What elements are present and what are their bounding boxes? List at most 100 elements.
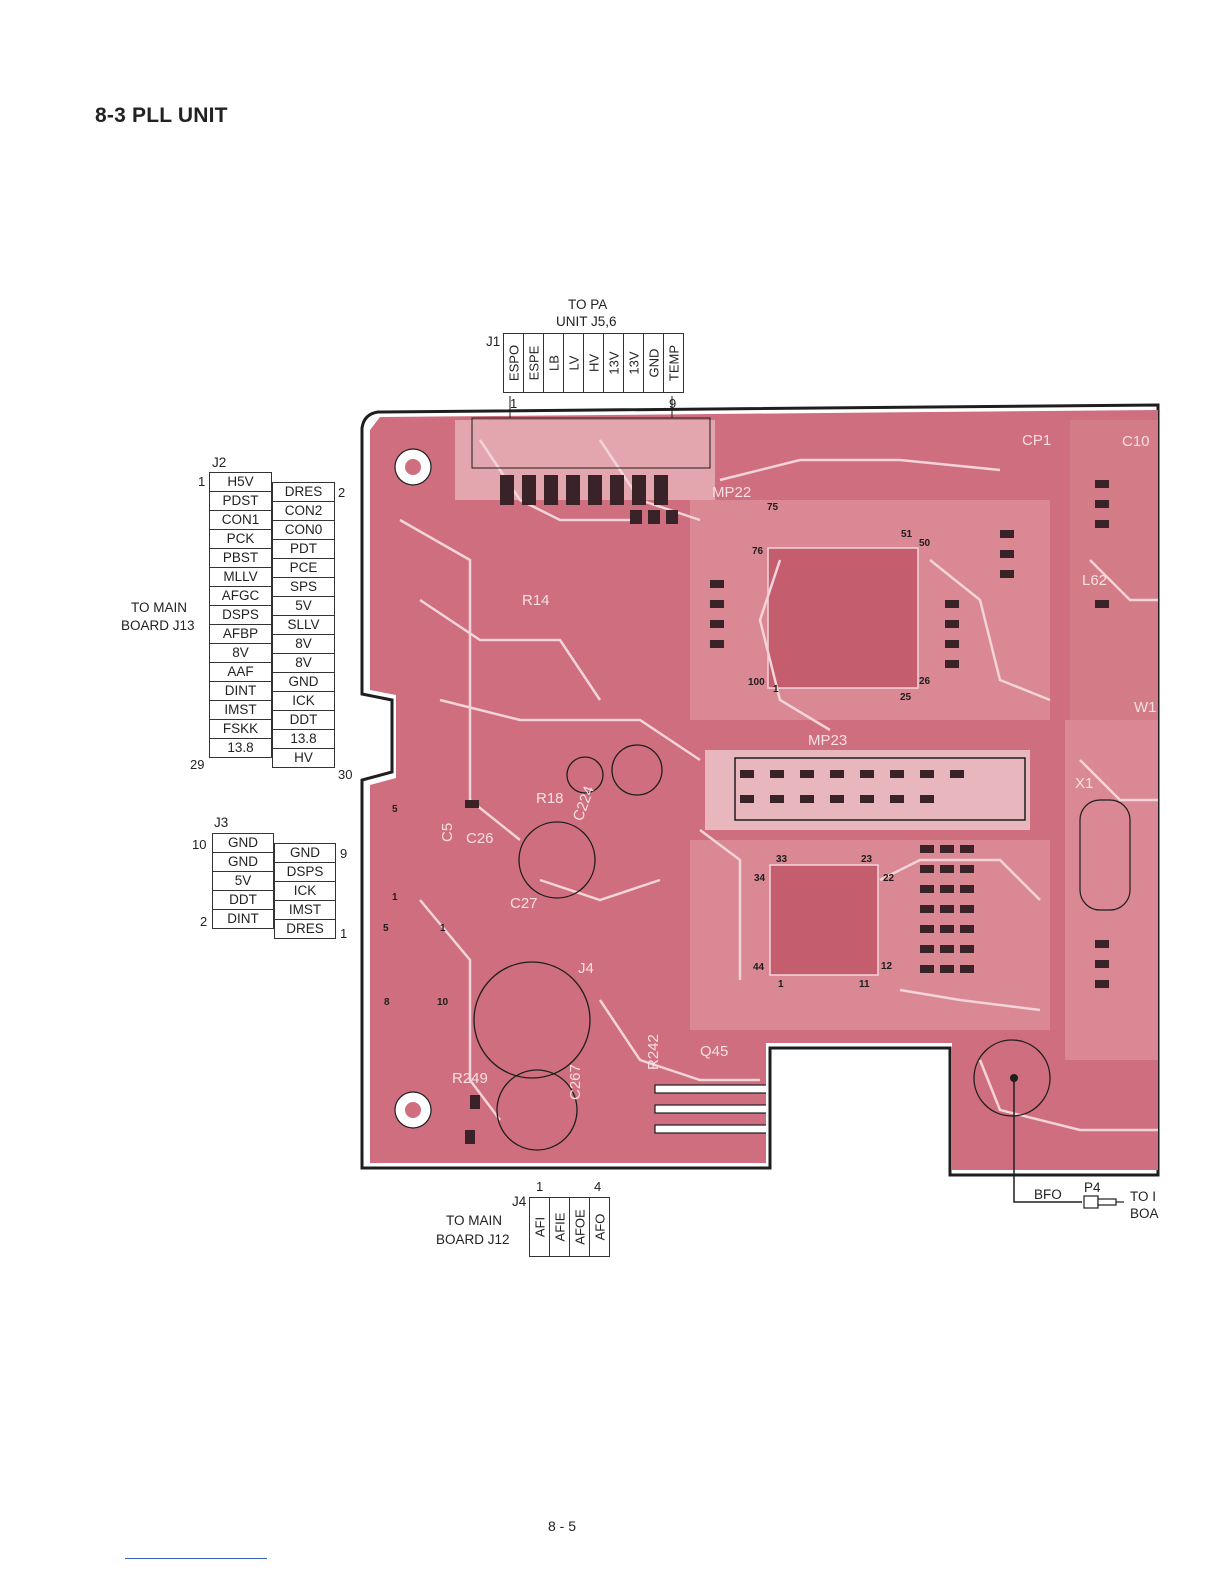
j2-pin-label: AFGC	[209, 586, 272, 606]
j2-destination-line2: BOARD J13	[121, 618, 195, 633]
j2-pin-label: PDST	[209, 491, 272, 511]
label-r18: R18	[536, 790, 564, 807]
label-mp22: MP22	[712, 484, 751, 501]
j2-pin-label: DDT	[272, 710, 335, 730]
j3-pin-label: DRES	[274, 919, 336, 939]
svg-text:1: 1	[773, 684, 779, 695]
j2-pin-label: HV	[272, 748, 335, 768]
j3-pin-label: ICK	[274, 881, 336, 901]
j2-row: 8V	[272, 653, 335, 673]
j1-pin-cell: HV	[584, 334, 604, 392]
j1-pin-cell: LB	[544, 334, 564, 392]
label-c10: C10	[1122, 433, 1150, 450]
j2-pin-label: DINT	[209, 681, 272, 701]
j2-row: MLLV	[209, 567, 272, 587]
j3-pin-label: GND	[274, 843, 336, 863]
j3-pin-label: DDT	[212, 890, 274, 910]
j2-row: H5V	[209, 472, 272, 492]
ic-main	[767, 547, 919, 689]
j4-destination-line2: BOARD J12	[436, 1232, 510, 1247]
j2-pin-label: H5V	[209, 472, 272, 492]
j2-row: DDT	[272, 710, 335, 730]
label-j4-board: J4	[578, 960, 594, 977]
j3-row: GND	[212, 833, 274, 853]
j3-row: DSPS	[274, 862, 336, 882]
j3-row: DDT	[212, 890, 274, 910]
j1-destination-line2: UNIT J5,6	[556, 314, 617, 329]
j3-pin-label: IMST	[274, 900, 336, 920]
j2-row: PDT	[272, 539, 335, 559]
j3-ref: J3	[214, 815, 229, 830]
j3-row: GND	[274, 843, 336, 863]
j3-row: GND	[212, 852, 274, 872]
j2-row: CON1	[209, 510, 272, 530]
svg-text:75: 75	[767, 502, 779, 513]
j2-pin-label: AAF	[209, 662, 272, 682]
j4-pin-cell: AFIE	[550, 1198, 570, 1256]
svg-text:50: 50	[919, 538, 931, 549]
j4-destination-line1: TO MAIN	[446, 1213, 503, 1228]
svg-text:23: 23	[861, 854, 873, 865]
svg-text:1: 1	[778, 979, 784, 990]
j2-pin-label: PBST	[209, 548, 272, 568]
j2-row: GND	[272, 672, 335, 692]
j3-pin-label: GND	[212, 833, 274, 853]
label-cp1: CP1	[1022, 432, 1051, 449]
label-c26: C26	[466, 830, 494, 847]
j1-pin-last: 9	[669, 396, 677, 411]
label-w1: W1	[1134, 699, 1157, 716]
j4-pin-label: AFOE	[572, 1209, 587, 1245]
j2-row: PDST	[209, 491, 272, 511]
j2-row: PCE	[272, 558, 335, 578]
j2-pin-label: CON0	[272, 520, 335, 540]
j2-pin-label: PCE	[272, 558, 335, 578]
j2-pin-label: SPS	[272, 577, 335, 597]
p4-plug	[1083, 1195, 1099, 1209]
j4-pin-cell: AFO	[590, 1198, 609, 1256]
j2-ref: J2	[212, 455, 227, 470]
j2-row: DRES	[272, 482, 335, 502]
j2-pin-label: 8V	[209, 643, 272, 663]
label-c267: C267	[567, 1064, 584, 1100]
j3-pin-label: DSPS	[274, 862, 336, 882]
footer-rule	[125, 1558, 267, 1559]
ic-secondary	[769, 864, 879, 976]
bfo-lead	[1013, 1078, 1082, 1203]
j2-pin-label: DSPS	[209, 605, 272, 625]
j2-row: 8V	[272, 634, 335, 654]
j3-row: 5V	[212, 871, 274, 891]
svg-text:11: 11	[859, 979, 870, 990]
label-l62: L62	[1082, 572, 1107, 589]
svg-text:25: 25	[900, 692, 912, 703]
j2-pin-label: 5V	[272, 596, 335, 616]
svg-text:10: 10	[437, 997, 449, 1008]
svg-text:33: 33	[776, 854, 788, 865]
j1-pin-cell: ESPE	[524, 334, 544, 392]
j2-row: AAF	[209, 662, 272, 682]
svg-text:5: 5	[392, 804, 398, 815]
j1-pin-label: HV	[586, 353, 601, 373]
j2-pin-label: AFBP	[209, 624, 272, 644]
j2-row: PBST	[209, 548, 272, 568]
j2-pin-top-right: 2	[338, 485, 346, 500]
j2-row: SLLV	[272, 615, 335, 635]
j4-pin-first: 1	[536, 1179, 544, 1194]
j3-pin-bottom-right: 1	[340, 926, 348, 941]
svg-text:44: 44	[753, 962, 765, 973]
j4-pin-cell: AFOE	[570, 1198, 590, 1256]
j2-pin-label: CON1	[209, 510, 272, 530]
j3-pin-top-right: 9	[340, 846, 348, 861]
svg-text:8: 8	[384, 997, 390, 1008]
j2-row: AFBP	[209, 624, 272, 644]
j2-pin-label: 8V	[272, 634, 335, 654]
j2-row: HV	[272, 748, 335, 768]
j2-pin-top-left: 1	[198, 474, 206, 489]
label-mp23: MP23	[808, 732, 847, 749]
